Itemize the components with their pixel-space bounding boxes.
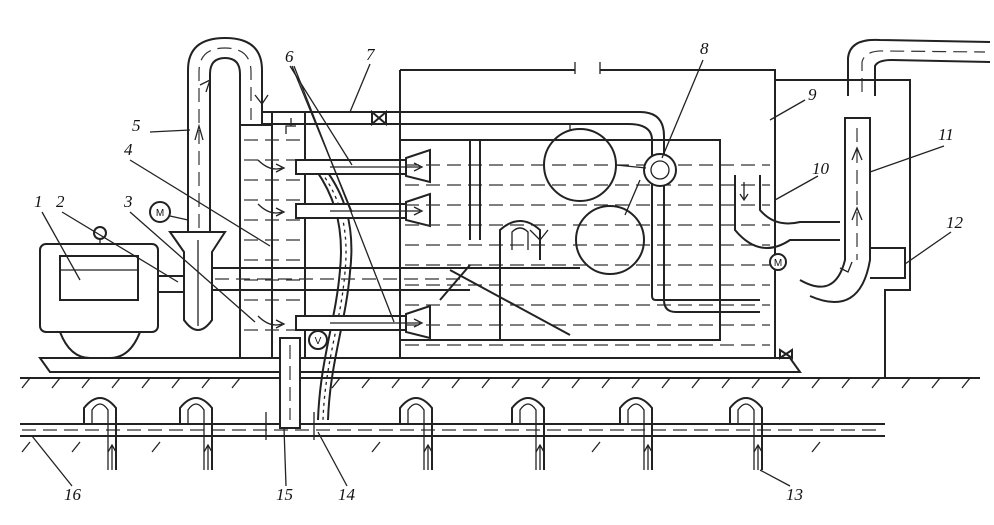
- leader-lines: [31, 59, 952, 487]
- motor: [39, 226, 186, 359]
- vacuum-gauge: V: [308, 330, 328, 350]
- label-13: 13: [786, 485, 803, 504]
- label-6: 6: [285, 47, 294, 66]
- label-16: 16: [64, 485, 82, 504]
- valve-icon: [371, 109, 387, 127]
- main-tank: [305, 62, 776, 359]
- pressure-line: [262, 109, 760, 313]
- manometer-gauge-right: M: [769, 253, 787, 271]
- pump: [168, 231, 227, 331]
- overflow-chamber: [734, 175, 840, 249]
- discharge-pipe: [799, 117, 871, 303]
- label-1: 1: [34, 192, 43, 211]
- label-8: 8: [700, 39, 709, 58]
- ground-surface: [20, 377, 980, 389]
- ejector-nozzle-lower: [295, 304, 431, 340]
- label-7: 7: [366, 45, 376, 64]
- suction-pipe: [212, 267, 580, 291]
- discharge-riser: [187, 36, 269, 232]
- label-14: 14: [338, 485, 356, 504]
- intake-tank: [239, 112, 306, 358]
- wellpoint: [179, 397, 213, 470]
- enclosure-wall: [775, 79, 911, 378]
- ejector-nozzle-middle: [295, 192, 431, 228]
- flow-arrows-inlet: [257, 159, 286, 329]
- svg-text:M: M: [156, 208, 164, 219]
- wellpoint: [399, 397, 433, 470]
- callout-labels: 1 2 3 4 5 6 7 8 9 10 11 12 13 14 15 16: [34, 39, 964, 504]
- collector-pipe: [20, 423, 885, 453]
- svg-text:V: V: [315, 336, 322, 347]
- base-plate: [38, 357, 802, 373]
- drain-valve-icon: [779, 348, 793, 360]
- wellpoint: [511, 397, 545, 470]
- label-4: 4: [124, 140, 133, 159]
- wellpoint: [619, 397, 653, 470]
- label-12: 12: [946, 213, 964, 232]
- screen-plate: [439, 264, 571, 336]
- wellpoints: [83, 397, 763, 470]
- svg-text:M: M: [774, 258, 782, 269]
- label-5: 5: [132, 116, 141, 135]
- flexible-hose: [315, 169, 353, 421]
- label-10: 10: [812, 159, 830, 178]
- overflow-siphon: [499, 220, 549, 340]
- suction-riser: [260, 337, 320, 440]
- outfall-hose: [847, 38, 991, 96]
- label-11: 11: [938, 125, 954, 144]
- label-2: 2: [56, 192, 65, 211]
- ejector-nozzle-upper: [295, 148, 431, 184]
- wellpoint: [83, 397, 117, 470]
- label-3: 3: [123, 192, 133, 211]
- manometer-gauge-left: M: [149, 201, 189, 223]
- wellpoint: [729, 397, 763, 470]
- float-valve: [543, 123, 677, 275]
- label-9: 9: [808, 85, 817, 104]
- label-15: 15: [276, 485, 293, 504]
